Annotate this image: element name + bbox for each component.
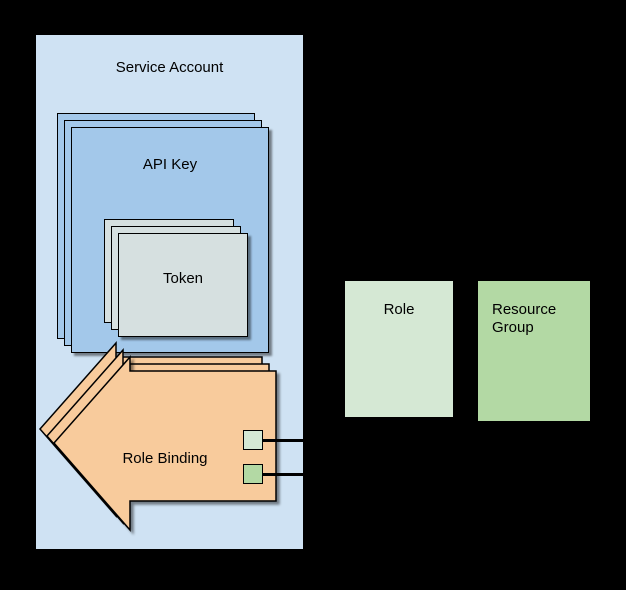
- connector-role-binding-to-resource-group: [263, 473, 307, 476]
- role-box[interactable]: Role: [345, 281, 453, 417]
- role-box-label: Role: [383, 301, 415, 318]
- resource-group-box[interactable]: Resource Group: [478, 281, 590, 421]
- connector-role-binding-to-role: [263, 439, 307, 442]
- role-port-square[interactable]: [243, 430, 263, 450]
- resource-group-box-label: Resource Group: [492, 301, 557, 336]
- role-binding-arrow-front[interactable]: [53, 355, 277, 532]
- resource-group-port-square[interactable]: [243, 464, 263, 484]
